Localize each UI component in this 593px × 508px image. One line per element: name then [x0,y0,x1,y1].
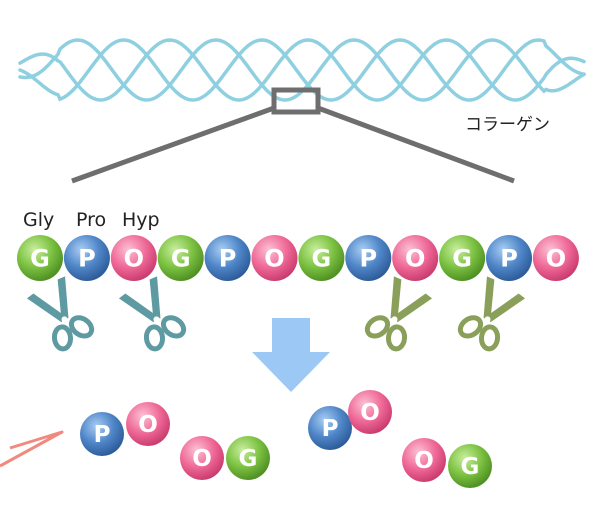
bead-letter: G [239,446,258,472]
bead-letter: G [171,244,191,272]
gly-label: Gly [23,209,55,231]
fragment-bead-g: G [448,444,492,488]
bead-letter: P [219,244,237,272]
bead-letter: P [500,244,518,272]
zoom-line-left [71,105,275,184]
scissors-icon [26,275,99,355]
bead-p: P [63,235,110,281]
fragment-bead-p: P [80,412,124,456]
fragment: P O O G [80,402,270,480]
bead-g: G [298,235,345,281]
bead-letter: O [264,244,284,272]
fragment-bead-o: O [402,438,446,482]
scissors-icon [453,275,526,355]
bead-letter: G [30,244,50,272]
bead-g: G [439,235,486,281]
bead-letter: O [138,412,158,438]
scissors-icon [118,275,191,355]
bead-letter: O [360,400,380,426]
bead-p: P [345,235,392,281]
helix-strand [18,38,586,102]
bead-o: O [110,235,157,281]
bead-letter: P [94,422,111,448]
fragment-bead-o: O [126,402,170,446]
bead-o: O [532,235,579,281]
bead-letter: G [452,244,472,272]
bead-g: G [157,235,204,281]
bead-o: O [251,235,298,281]
bead-letter: O [414,448,434,474]
bead-o: O [392,235,439,281]
bead-letter: P [322,416,339,442]
helix-strand [18,38,586,102]
bead-letter: O [546,244,566,272]
bead-letter: G [461,454,480,480]
hyp-label: Hyp [122,209,160,231]
bead-letter: O [124,244,144,272]
bead-p: P [486,235,532,281]
bead-letter: O [192,446,212,472]
bead-letter: P [360,244,378,272]
zoom-box [271,87,321,115]
bead-letter: P [78,244,96,272]
zoom-line-right [317,105,515,184]
bead-letter: O [405,244,425,272]
fragment-bead-g: G [226,436,270,480]
collagen-label: コラーゲン [465,115,550,135]
down-arrow-icon [252,318,330,392]
bead-p: P [204,235,251,281]
fragment-bead-o: O [180,436,224,480]
callout-pointer [0,430,64,468]
scissors-icon [360,275,433,355]
bead-g: G [17,235,63,281]
fragment-bead-p: P [308,406,352,450]
pro-label: Pro [76,209,107,231]
bead-letter: G [312,244,332,272]
fragment-bead-o: O [348,390,392,434]
